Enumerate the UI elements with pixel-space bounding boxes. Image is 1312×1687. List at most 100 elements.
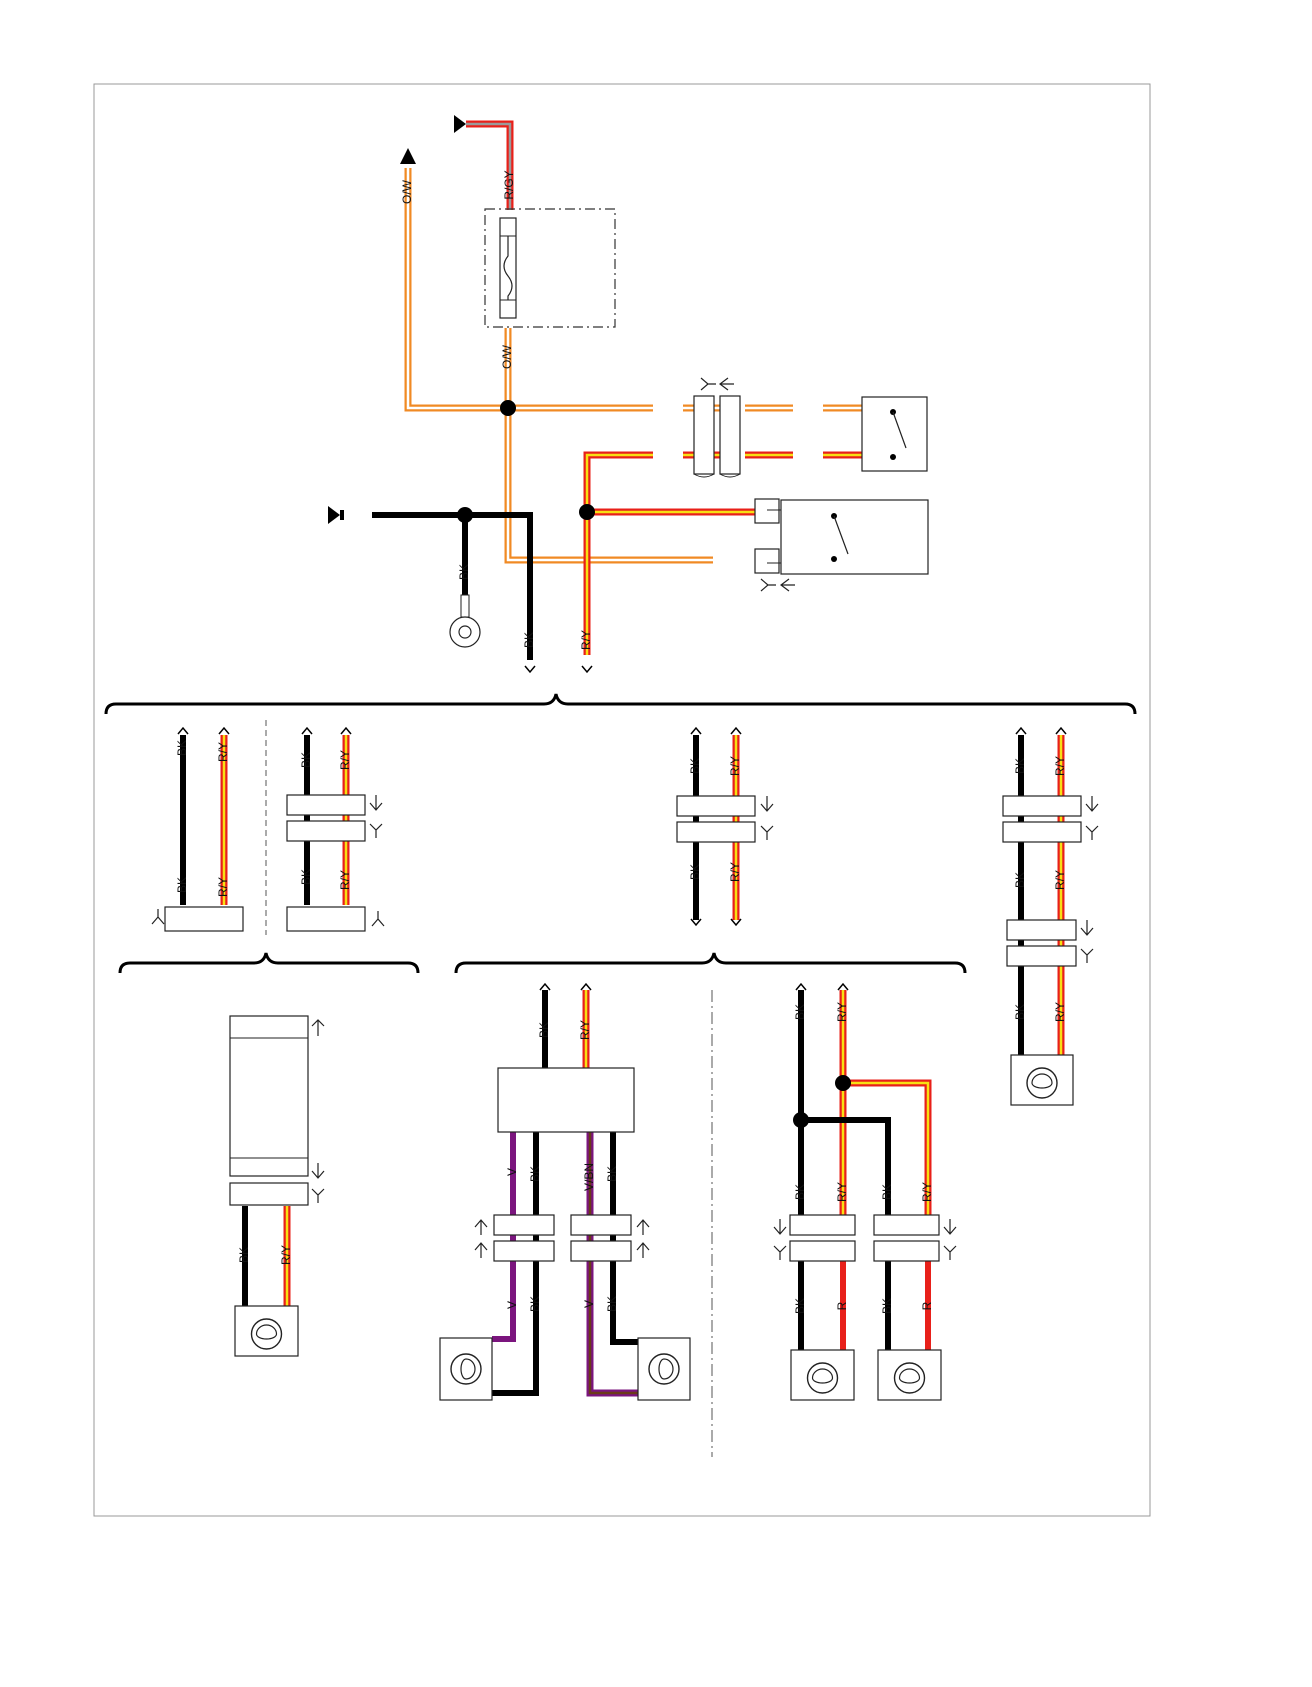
wire-stripe	[466, 122, 512, 210]
pin-icon	[311, 1188, 325, 1203]
wire-end-icon	[1055, 726, 1067, 735]
wire-base	[504, 408, 713, 564]
wire-label: R/Y	[1053, 1002, 1067, 1022]
splice-dot	[835, 1075, 851, 1091]
arrow-icon	[400, 148, 416, 164]
arrow-icon	[719, 377, 734, 391]
wire-end-icon	[837, 982, 849, 991]
pin-icon	[474, 1219, 488, 1235]
wire-label: R/Y	[1053, 870, 1067, 890]
wire-label: O/W	[500, 344, 514, 369]
splice-dot	[793, 1112, 809, 1128]
brace-icon	[118, 952, 420, 974]
connector-terminal	[286, 820, 366, 842]
break-mark	[693, 473, 741, 478]
wire-bk	[610, 1132, 638, 1345]
connector-housing	[789, 1214, 856, 1236]
wire-label: V/BN	[582, 1163, 596, 1191]
lamp-icon	[637, 1337, 691, 1401]
pin-icon	[1085, 825, 1099, 840]
wire-label: BK	[299, 752, 313, 768]
wire-label: R/Y	[216, 742, 230, 762]
connector-housing	[1002, 795, 1082, 817]
pin-icon	[1080, 948, 1094, 963]
diagram-frame	[93, 83, 1151, 1517]
wires-layer	[180, 120, 1065, 1397]
wire-end-icon	[218, 726, 230, 735]
wire-o-w	[404, 168, 653, 412]
lamp-icon	[790, 1349, 855, 1401]
wire-label: BK	[688, 758, 702, 774]
wire-end-icon	[177, 726, 189, 735]
wire-label: R/Y	[1053, 756, 1067, 776]
wire-o-w	[504, 408, 713, 564]
wire-label: BK	[880, 1298, 894, 1314]
wire-label: R/Y	[579, 630, 593, 650]
wire-stripe	[406, 168, 653, 410]
wire-label: BK	[528, 1166, 542, 1182]
wire-end-icon	[730, 918, 742, 927]
wire-end-icon	[690, 918, 702, 927]
wire-label: BK	[175, 740, 189, 756]
wire-label: BK	[688, 864, 702, 880]
switch-icon	[767, 499, 929, 575]
wire-label: BK	[522, 632, 536, 648]
wire-end-icon	[795, 982, 807, 991]
wire-label: BK	[175, 877, 189, 893]
connector-terminal	[570, 1240, 632, 1262]
lamp-icon	[439, 1337, 493, 1401]
module-housing	[229, 1015, 309, 1177]
brace-icon	[454, 952, 967, 974]
wire-stripe	[585, 453, 653, 655]
arrow-icon	[780, 578, 795, 592]
connector-terminal	[873, 1240, 940, 1262]
fuse-enclosure	[484, 208, 616, 328]
socket-icon	[311, 1163, 325, 1179]
wire-label: R/Y	[338, 750, 352, 770]
lamp-icon	[1010, 1054, 1074, 1106]
splice-dot	[457, 507, 473, 523]
wire-label: BK	[793, 1184, 807, 1200]
wire-end-icon	[580, 982, 592, 991]
pin-icon	[151, 909, 165, 925]
source-arrow-icon	[328, 506, 340, 524]
connector-housing	[1006, 919, 1077, 941]
pin-icon	[773, 1245, 787, 1260]
wire-end-icon	[539, 982, 551, 991]
connector-terminal	[1002, 821, 1082, 843]
components-layer	[104, 115, 1137, 1457]
connector-terminal	[754, 498, 780, 524]
wire-label: R/Y	[338, 870, 352, 890]
wire-label: BK	[793, 1298, 807, 1314]
wire-label: R/Y	[578, 1020, 592, 1040]
wire-label: R/Y	[920, 1182, 934, 1202]
brace-icon	[104, 693, 1137, 715]
socket-icon	[1085, 796, 1099, 812]
connector-terminal	[676, 821, 756, 843]
wire-bk	[801, 1117, 891, 1215]
wire-base	[404, 168, 653, 412]
splice-dot	[579, 504, 595, 520]
wire-base	[583, 451, 653, 655]
wire-label: BK	[537, 1022, 551, 1038]
connector-housing	[570, 1214, 632, 1236]
wire-end-icon	[1015, 726, 1027, 735]
wire-end-icon	[581, 665, 593, 674]
wire-label: BK	[880, 1184, 894, 1200]
connector-housing	[493, 1214, 555, 1236]
wire-label: BK	[793, 1004, 807, 1020]
pin-icon	[636, 1219, 650, 1235]
wire-stripe	[506, 408, 713, 562]
pin-icon	[371, 911, 385, 927]
wire-label: BK	[605, 1296, 619, 1312]
pin-icon	[943, 1245, 957, 1260]
switch-icon	[861, 396, 928, 472]
connector-housing	[286, 906, 366, 932]
socket-icon	[369, 795, 383, 811]
connector-terminal	[719, 395, 741, 475]
wire-label: R/Y	[216, 877, 230, 897]
wire-end-icon	[301, 726, 313, 735]
module-box	[497, 1067, 635, 1133]
pin-icon	[700, 377, 716, 391]
